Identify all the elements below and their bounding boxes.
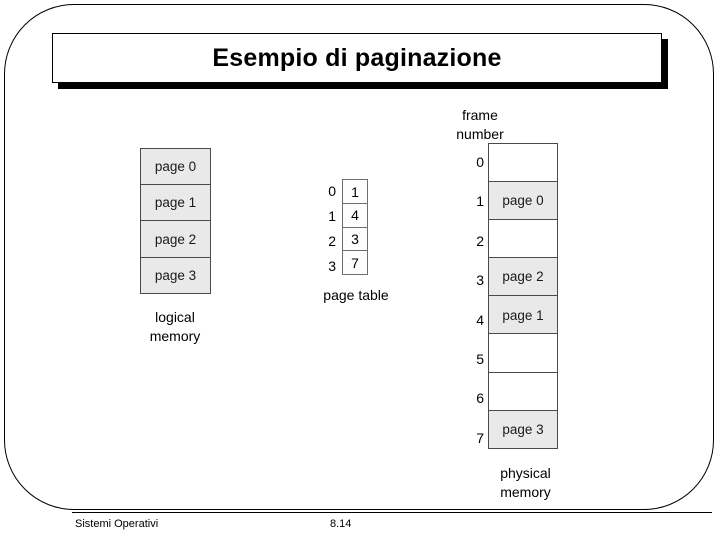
- page-table-index: 3: [328, 258, 336, 274]
- physical-memory-label: physical memory: [468, 464, 583, 502]
- physical-memory-label-line2: memory: [500, 484, 551, 500]
- logical-memory-label: logical memory: [120, 308, 230, 346]
- page-table-index: 0: [328, 183, 336, 199]
- physical-memory-frame-index: 0: [476, 154, 484, 170]
- physical-memory-frame-cell: page 3: [488, 409, 558, 450]
- logical-memory-cell: page 1: [140, 184, 211, 222]
- physical-memory-frame-index: 4: [476, 311, 484, 328]
- logical-memory-label-line1: logical: [155, 309, 195, 325]
- page-title: Esempio di paginazione: [212, 43, 502, 72]
- frame-number-header-line1: frame: [462, 107, 498, 123]
- physical-memory-frame-index: 1: [476, 193, 484, 210]
- physical-memory-frame-index: 7: [476, 429, 484, 446]
- physical-memory-frame-cell: page 2: [488, 257, 558, 297]
- page-table-label: page table: [323, 287, 389, 303]
- physical-memory-frame-index: 5: [476, 350, 484, 367]
- page-table-frame-value: 4: [342, 202, 368, 228]
- physical-memory-index-column: 0 1 2 3 4 5 6 7: [470, 143, 484, 458]
- physical-memory-frame-cell: [488, 371, 558, 411]
- footer-divider: [72, 512, 712, 514]
- page-table-frame-value: 3: [342, 226, 368, 252]
- logical-memory-cell: page 3: [140, 256, 211, 295]
- logical-memory-label-line2: memory: [149, 328, 201, 344]
- physical-memory-frame-cell: [488, 143, 558, 183]
- page-table-index-column: 0 1 2 3: [318, 179, 336, 279]
- slide-border-frame: [4, 4, 714, 510]
- physical-memory-frame-cell: [488, 333, 558, 373]
- frame-number-header: frame number: [430, 106, 530, 144]
- page-table-index: 2: [328, 233, 336, 249]
- page-table-index: 1: [328, 208, 336, 224]
- page-table-frame-value: 1: [342, 179, 368, 204]
- page-table-frame-value: 7: [342, 250, 368, 276]
- physical-memory-frame-index: 3: [476, 272, 484, 289]
- frame-number-header-line2: number: [456, 126, 504, 142]
- physical-memory-frame-cell: page 1: [488, 295, 558, 335]
- physical-memory-frame-index: 2: [476, 232, 484, 249]
- title-box: Esempio di paginazione: [52, 33, 662, 83]
- logical-memory-cell: page 0: [140, 148, 211, 186]
- physical-memory-frame-cell: page 0: [488, 181, 558, 221]
- footer-page-number: 8.14: [330, 518, 352, 530]
- physical-memory-frame-cell: [488, 219, 558, 259]
- logical-memory-cell: page 2: [140, 220, 211, 258]
- physical-memory-label-line1: physical: [500, 465, 551, 481]
- physical-memory-frame-index: 6: [476, 390, 484, 407]
- footer-course-name: Sistemi Operativi: [75, 518, 159, 530]
